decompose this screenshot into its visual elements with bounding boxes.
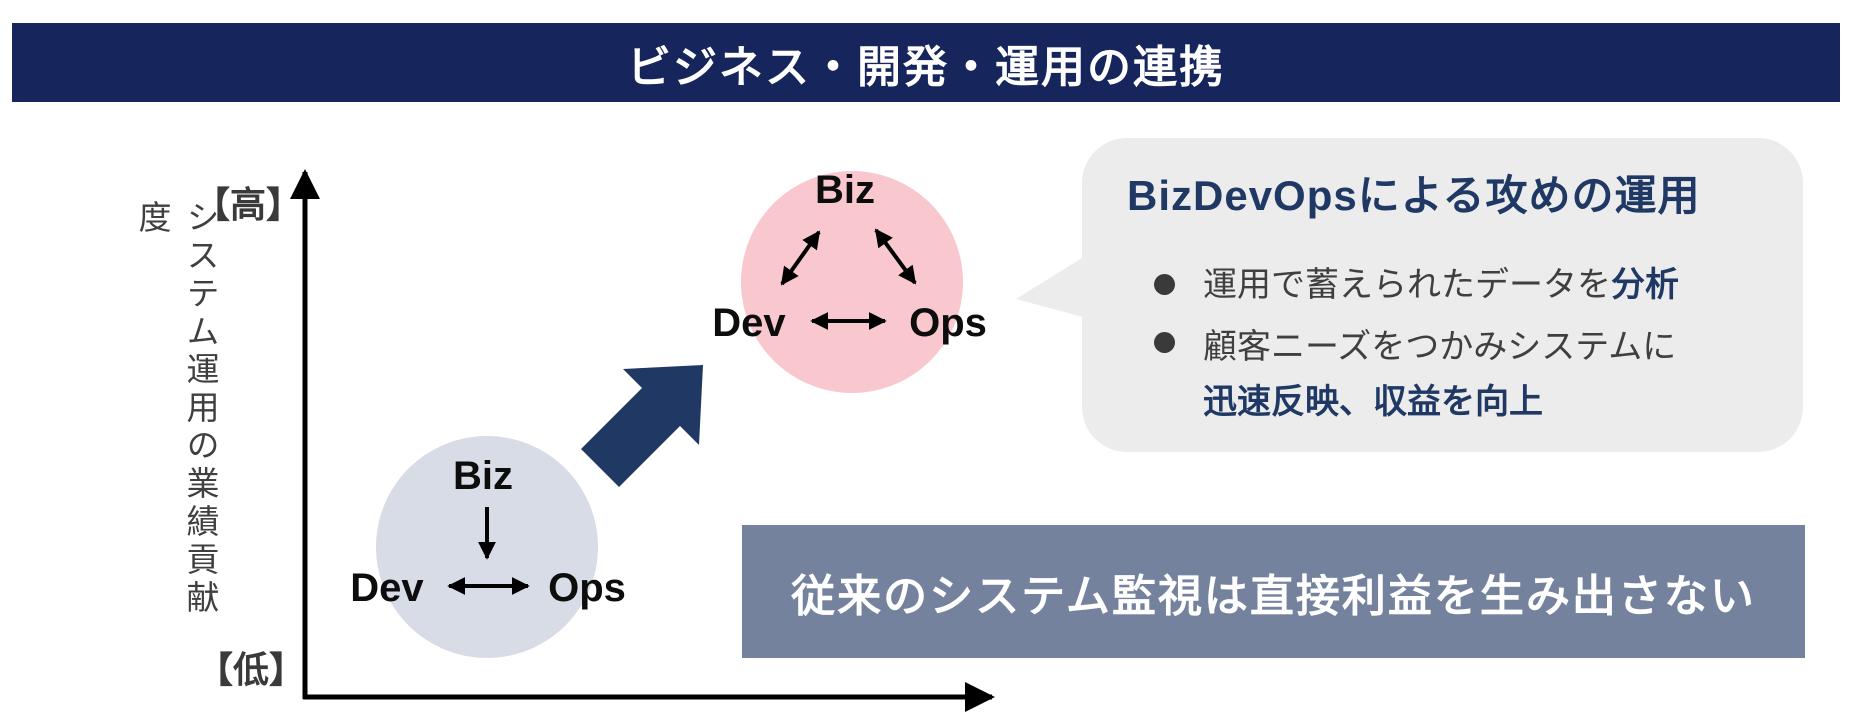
slide-title: ビジネス・開発・運用の連携 (627, 42, 1225, 92)
legacy-monitoring-banner: 従来のシステム監視は直接利益を生み出さない (742, 525, 1805, 658)
bullet-dot-icon (1154, 274, 1175, 295)
callout-bullet-2: 顧客ニーズをつかみシステムに迅速反映、収益を向上 (1154, 320, 1679, 430)
legacy-biz-label: Biz (453, 454, 513, 498)
bizdevops-cluster-circle (741, 171, 963, 393)
legacy-ops-label: Ops (548, 566, 626, 610)
callout-bullet-2-text: 顧客ニーズをつかみシステムに迅速反映、収益を向上 (1203, 320, 1676, 430)
callout-tail-pointer (1016, 253, 1090, 319)
callout-bullet-2-emphasis: 迅速反映、収益を向上 (1203, 383, 1543, 421)
callout-title: BizDevOpsによる攻めの運用 (1127, 172, 1701, 219)
growth-arrow-icon (581, 365, 703, 487)
y-axis-label: システム運用の業績貢献度 (134, 200, 219, 618)
callout-bullet-1-text: 運用で蓄えられたデータを分析 (1203, 262, 1679, 308)
y-axis-low-label: 【低】 (196, 649, 305, 690)
bullet-dot-icon (1154, 332, 1175, 353)
y-axis-high-label: 【高】 (193, 184, 302, 225)
callout-bullet-1: 運用で蓄えられたデータを分析 (1154, 262, 1679, 308)
bizdevops-ops-label: Ops (909, 301, 987, 345)
legacy-monitoring-banner-text: 従来のシステム監視は直接利益を生み出さない (791, 571, 1756, 621)
callout-bubble: BizDevOpsによる攻めの運用 運用で蓄えられたデータを分析 顧客ニーズをつ… (1082, 138, 1803, 452)
bizdevops-biz-label: Biz (815, 168, 875, 212)
title-banner: ビジネス・開発・運用の連携 (12, 23, 1840, 102)
callout-bullet-2-normal: 顧客ニーズをつかみシステムに (1203, 328, 1677, 366)
callout-bullet-1-emphasis: 分析 (1611, 266, 1679, 304)
callout-bullet-1-normal: 運用で蓄えられたデータを (1203, 266, 1611, 304)
bizdevops-dev-label: Dev (712, 301, 786, 345)
legacy-dev-label: Dev (350, 566, 424, 610)
callout-bullet-list: 運用で蓄えられたデータを分析 顧客ニーズをつかみシステムに迅速反映、収益を向上 (1154, 262, 1679, 430)
